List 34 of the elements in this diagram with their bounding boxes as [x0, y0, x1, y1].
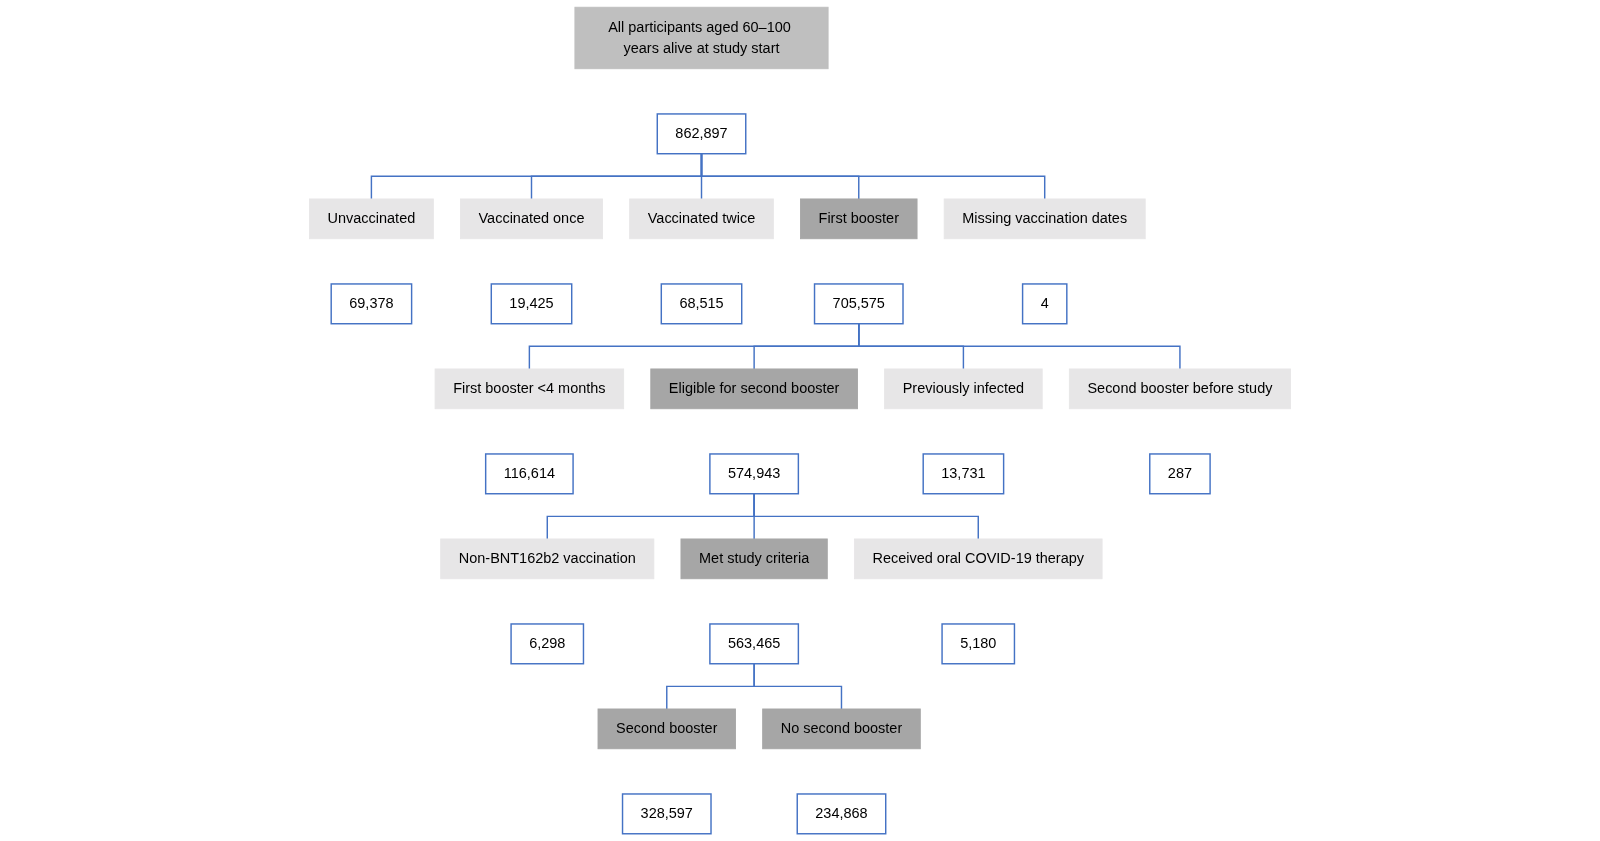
node-box: 4 — [1021, 283, 1068, 325]
node-box: Vaccinated twice — [629, 198, 774, 240]
node-box: Received oral COVID-19 therapy — [853, 538, 1103, 580]
node-box: 6,298 — [510, 623, 585, 665]
node-box: Second booster before study — [1068, 368, 1291, 410]
connector — [753, 493, 979, 540]
node-box: First booster — [800, 198, 918, 240]
node-box: Previously infected — [884, 368, 1043, 410]
node-box: All participants aged 60–100 years alive at study start — [574, 6, 829, 70]
node-box: 5,180 — [941, 623, 1016, 665]
connector — [753, 663, 843, 710]
node-box: Eligible for second booster — [650, 368, 858, 410]
node-box: First booster <4 months — [434, 368, 625, 410]
node-box: Met study criteria — [680, 538, 828, 580]
node-box: 116,614 — [484, 453, 574, 495]
node-box: 287 — [1149, 453, 1211, 495]
node-box: Unvaccinated — [309, 198, 434, 240]
node-box: Second booster — [597, 708, 736, 750]
node-box: 234,868 — [796, 793, 887, 835]
node-box: 13,731 — [922, 453, 1005, 495]
node-box: 563,465 — [709, 623, 800, 665]
node-box: Vaccinated once — [460, 198, 603, 240]
node-box: 68,515 — [660, 283, 743, 325]
node-box: Non-BNT162b2 vaccination — [440, 538, 655, 580]
node-box: 862,897 — [656, 113, 747, 155]
node-box: 705,575 — [813, 283, 904, 325]
node-box: 574,943 — [709, 453, 800, 495]
node-box: 328,597 — [621, 793, 712, 835]
connector — [700, 153, 1046, 200]
node-box: 19,425 — [490, 283, 573, 325]
node-box: 69,378 — [330, 283, 413, 325]
connector — [858, 323, 1181, 370]
node-box: Missing vaccination dates — [943, 198, 1146, 240]
node-box: No second booster — [762, 708, 921, 750]
